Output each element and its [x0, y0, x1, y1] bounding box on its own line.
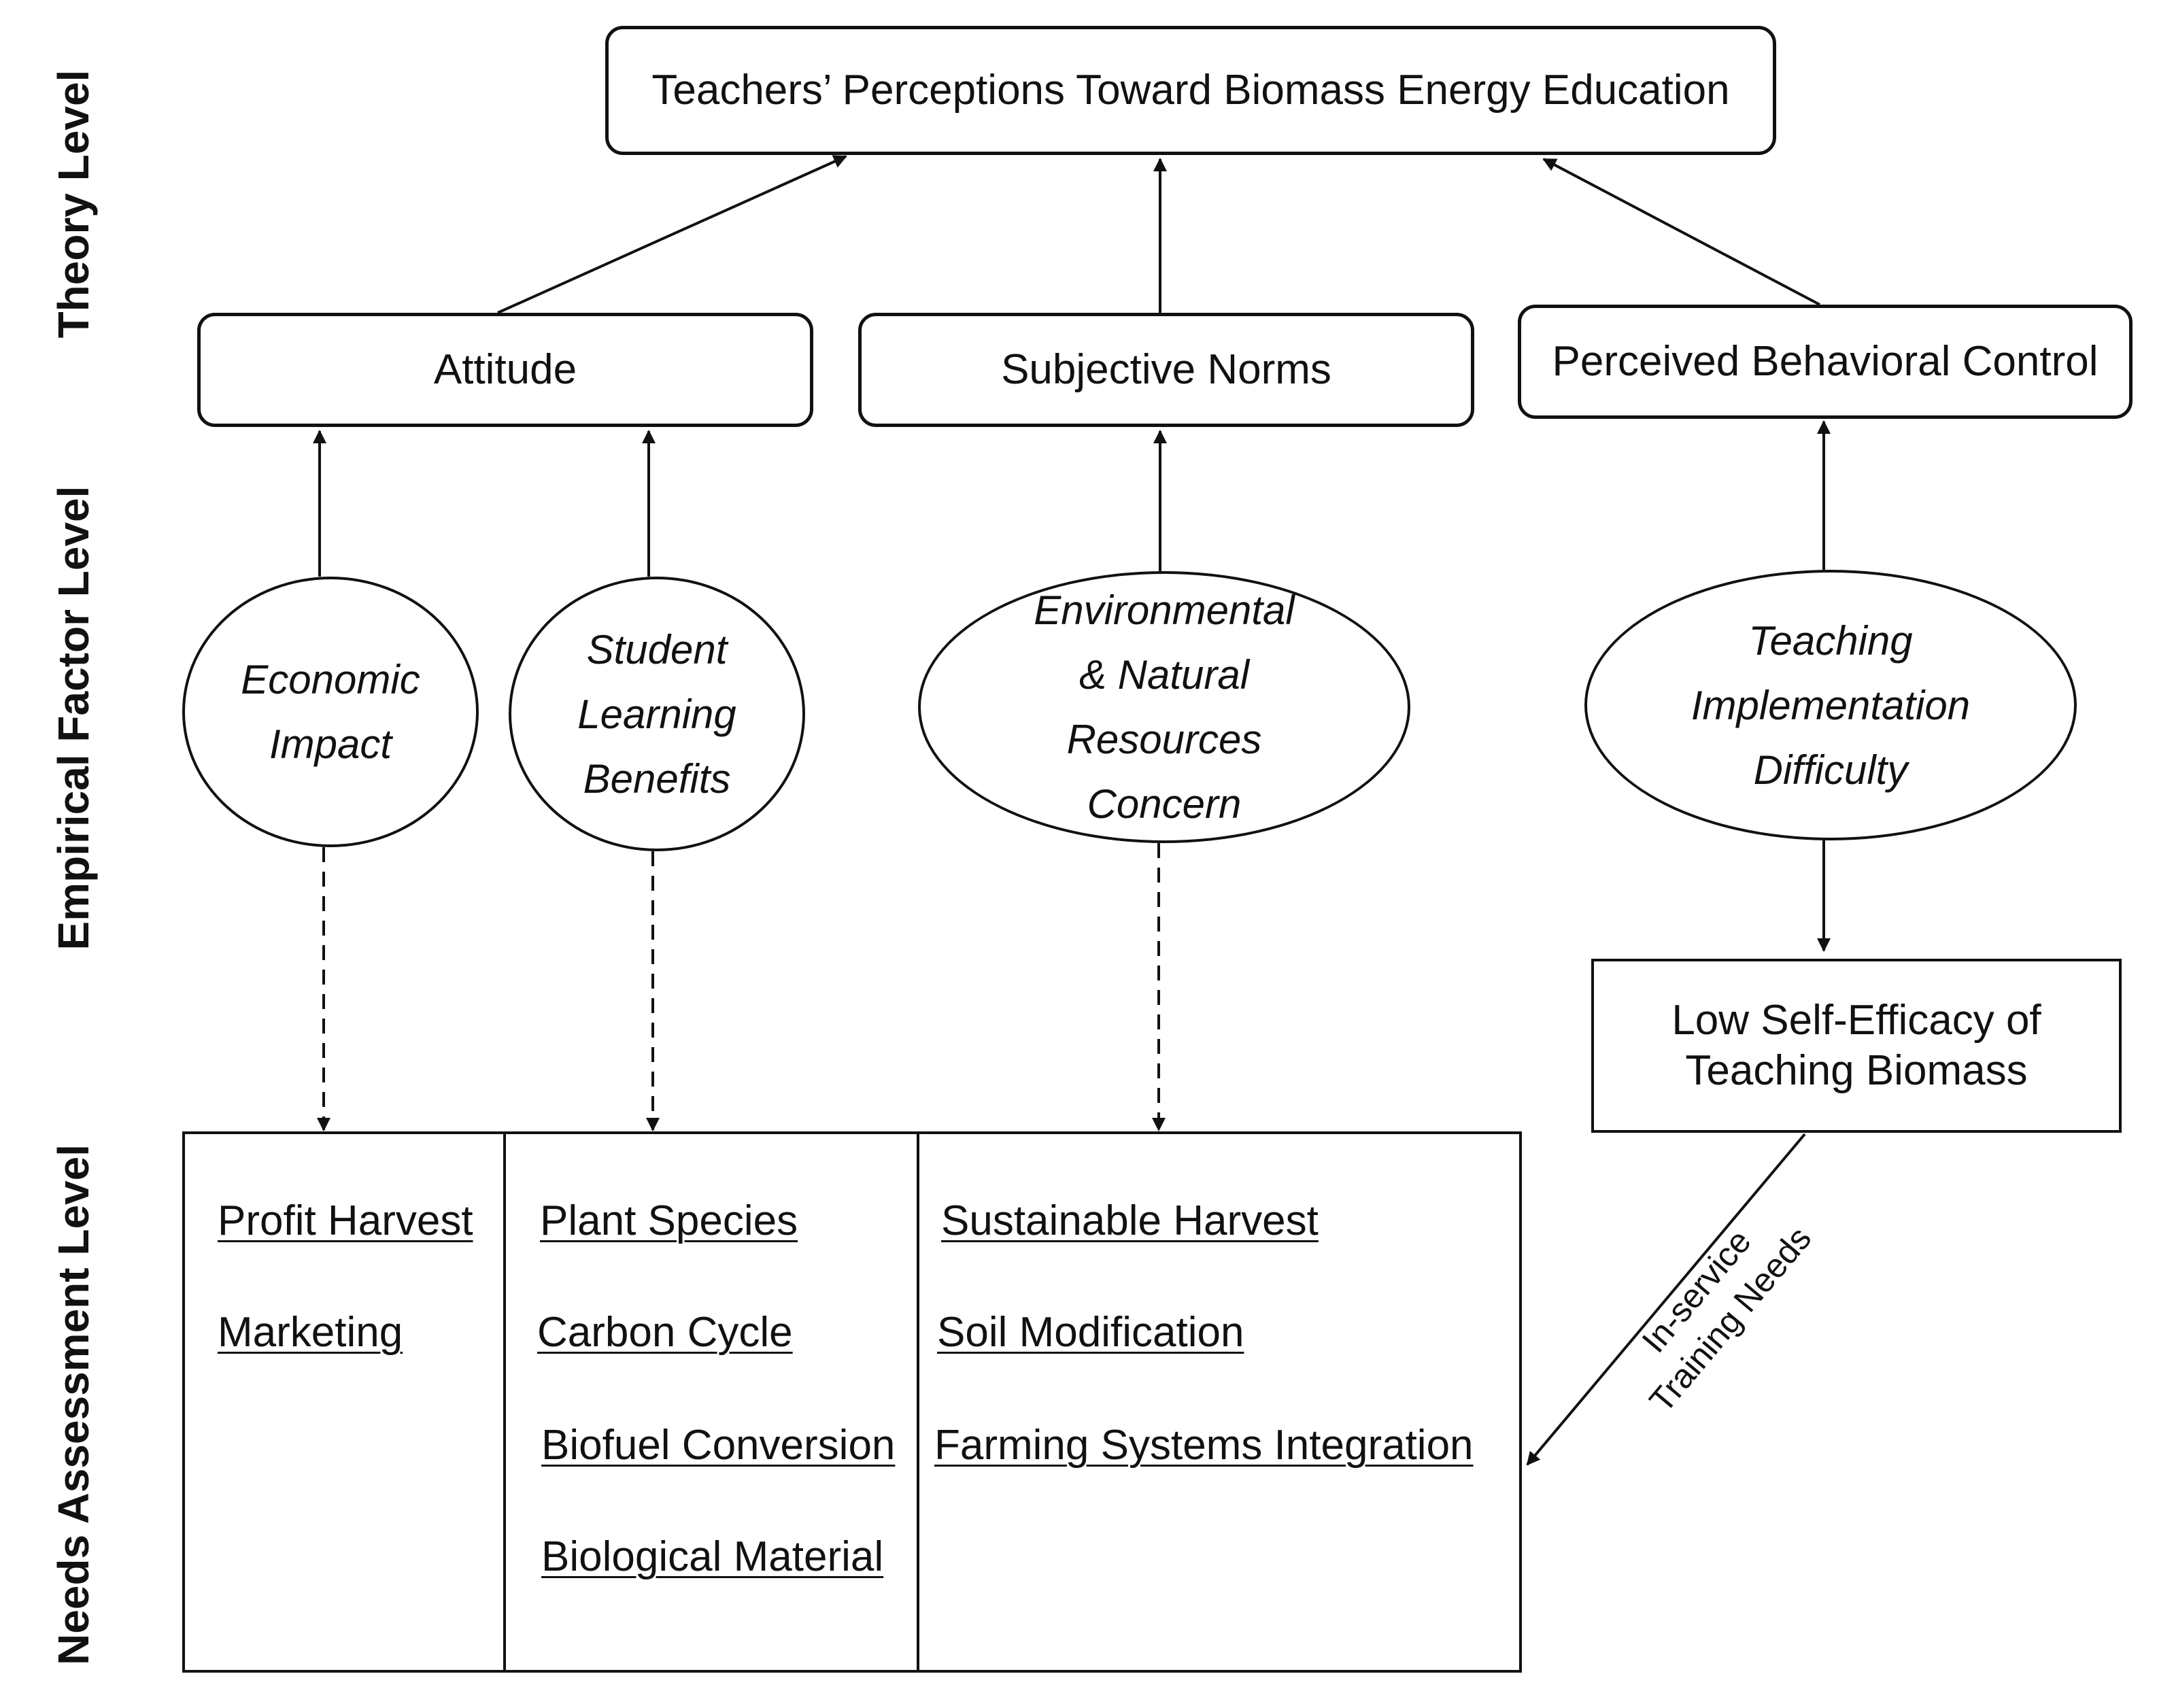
teaching-difficulty-label: Teaching Implementation Difficulty — [1691, 617, 1971, 793]
arrow-training-needs — [1526, 1133, 1806, 1466]
self-efficacy-label: Low Self-Efficacy of Teaching Biomass — [1671, 996, 2041, 1094]
self-efficacy-box: Low Self-Efficacy of Teaching Biomass — [1591, 959, 2122, 1133]
need-item: Plant Species — [540, 1197, 798, 1244]
subjective-norms-box: Subjective Norms — [858, 313, 1474, 427]
economic-impact-label: Economic Impact — [241, 657, 420, 767]
environmental-concern-oval: Environmental & Natural Resources Concer… — [918, 571, 1410, 843]
economic-needs-column: Profit Harvest Marketing — [185, 1134, 503, 1670]
arrow-control-to-perceptions — [1542, 158, 1820, 306]
need-item: Marketing — [218, 1309, 403, 1356]
needs-assessment-table: Profit Harvest Marketing Plant Species C… — [182, 1131, 1522, 1673]
learning-needs-column: Plant Species Carbon Cycle Biofuel Conve… — [503, 1134, 917, 1670]
need-item: Farming Systems Integration — [934, 1422, 1474, 1469]
needs-level-label: Needs Assessment Level — [49, 1144, 98, 1666]
student-learning-label: Student Learning Benefits — [577, 626, 736, 802]
economic-impact-oval: Economic Impact — [182, 577, 479, 847]
student-learning-oval: Student Learning Benefits — [509, 577, 805, 851]
arrow-attitude-to-perceptions — [497, 155, 847, 314]
perceived-control-box: Perceived Behavioral Control — [1518, 305, 2133, 419]
need-item: Soil Modification — [937, 1309, 1244, 1356]
need-item: Biological Material — [541, 1533, 884, 1580]
teaching-difficulty-oval: Teaching Implementation Difficulty — [1584, 570, 2077, 840]
environmental-concern-label: Environmental & Natural Resources Concer… — [1034, 587, 1295, 827]
need-item: Carbon Cycle — [537, 1309, 793, 1356]
need-item: Sustainable Harvest — [941, 1197, 1319, 1244]
need-item: Profit Harvest — [218, 1197, 473, 1244]
attitude-box: Attitude — [197, 313, 813, 427]
theory-level-label: Theory Level — [49, 69, 98, 339]
need-item: Biofuel Conversion — [541, 1422, 896, 1469]
empirical-level-label: Empirical Factor Level — [49, 485, 98, 951]
perceptions-box: Teachers’ Perceptions Toward Biomass Ene… — [605, 26, 1776, 155]
environmental-needs-column: Sustainable Harvest Soil Modification Fa… — [917, 1134, 1519, 1670]
